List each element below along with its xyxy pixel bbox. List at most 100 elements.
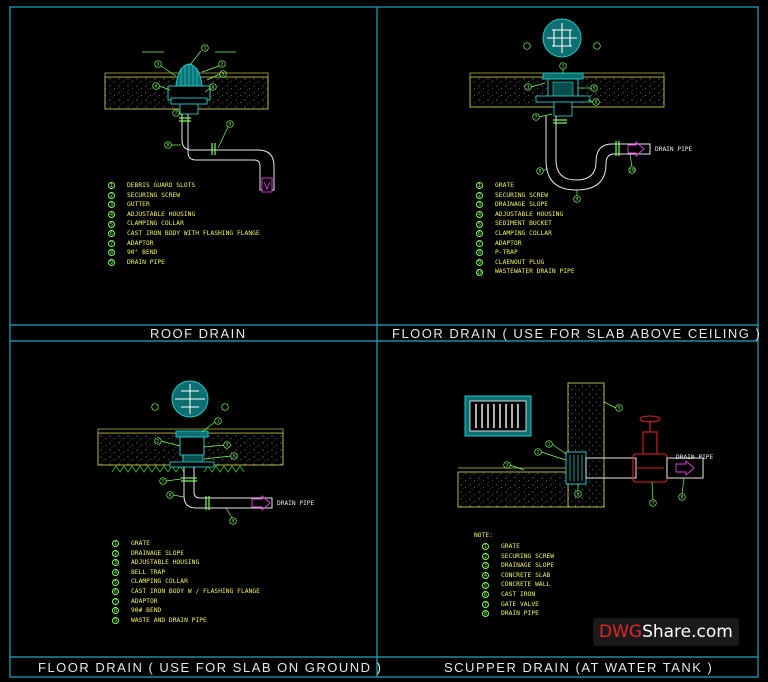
svg-text:6: 6 bbox=[577, 492, 580, 498]
scupper-note-heading: NOTE: bbox=[474, 532, 493, 539]
legend-item: 8 90° BEND bbox=[108, 248, 260, 258]
dwgshare-watermark: DWGShare.com bbox=[593, 618, 739, 646]
drawing-frame bbox=[9, 6, 759, 678]
legend-text: SECURING SCREW bbox=[495, 191, 549, 199]
legend-number: 9 bbox=[108, 259, 115, 267]
legend-text: SEDIMENT BUCKET bbox=[495, 220, 552, 228]
legend-text: CAST IRON BODY WITH FLASHING FLANGE bbox=[127, 229, 260, 237]
legend-number: 1 bbox=[482, 543, 489, 551]
legend-text: GATE VALVE bbox=[501, 600, 539, 608]
legend-number: 1 bbox=[108, 182, 115, 190]
legend-text: ADJUSTABLE HOUSING bbox=[495, 210, 564, 218]
svg-text:2: 2 bbox=[537, 450, 540, 456]
svg-text:5: 5 bbox=[593, 86, 596, 92]
legend-number: 1 bbox=[112, 540, 119, 548]
svg-text:9: 9 bbox=[576, 197, 579, 203]
legend-number: 6 bbox=[476, 230, 483, 238]
scupper-drain-title: SCUPPER DRAIN (AT WATER TANK ) bbox=[444, 660, 714, 675]
legend-text: CAST IRON bbox=[501, 590, 536, 598]
legend-number: 3 bbox=[482, 562, 489, 570]
legend-item: 6 CAST IRON BODY W / FLASHING FLANGE bbox=[112, 587, 260, 597]
legend-number: 8 bbox=[108, 249, 115, 257]
legend-text: 90° BEND bbox=[127, 249, 158, 257]
svg-text:10: 10 bbox=[629, 168, 635, 174]
legend-number: 8 bbox=[476, 249, 483, 257]
drain-pipe-label: DRAIN PIPE bbox=[277, 500, 315, 507]
legend-text: 90# BEND bbox=[131, 607, 162, 615]
legend-text: CLAMPING COLLAR bbox=[495, 229, 552, 237]
concrete-slab bbox=[457, 471, 569, 508]
legend-number: 3 bbox=[108, 201, 115, 209]
legend-number: 4 bbox=[112, 569, 119, 577]
legend-text: SECURING SCREW bbox=[127, 191, 181, 199]
legend-text: ADAPTOR bbox=[131, 597, 158, 605]
svg-text:1: 1 bbox=[204, 46, 207, 52]
scupper-drain-detail: DRAIN PIPE 123 567 8 bbox=[457, 382, 714, 508]
legend-number: 6 bbox=[112, 588, 119, 596]
legend-number: 8 bbox=[482, 610, 489, 618]
legend-text: DRAIN PIPE bbox=[501, 610, 539, 618]
legend-number: 5 bbox=[476, 220, 483, 228]
svg-text:9: 9 bbox=[232, 519, 235, 525]
legend-number: 7 bbox=[476, 239, 483, 247]
legend-number: 3 bbox=[112, 559, 119, 567]
svg-text:2: 2 bbox=[157, 439, 160, 445]
gate-valve bbox=[632, 415, 668, 483]
svg-text:2: 2 bbox=[221, 62, 224, 68]
legend-item: 6 CAST IRON bbox=[482, 590, 554, 600]
legend-text: CAST IRON BODY W / FLASHING FLANGE bbox=[131, 587, 260, 595]
legend-item: 6 CAST IRON BODY WITH FLASHING FLANGE bbox=[108, 229, 260, 239]
legend-number: 6 bbox=[482, 591, 489, 599]
legend-number: 2 bbox=[482, 552, 489, 560]
legend-text: ADJUSTABLE HOUSING bbox=[127, 210, 196, 218]
svg-text:7: 7 bbox=[535, 115, 538, 121]
legend-number: 6 bbox=[108, 230, 115, 238]
p-trap-pipe bbox=[545, 116, 651, 191]
svg-text:5: 5 bbox=[233, 454, 236, 460]
svg-text:7: 7 bbox=[652, 501, 655, 507]
legend-number: 5 bbox=[112, 578, 119, 586]
legend-text: P-TRAP bbox=[495, 249, 518, 257]
svg-text:7: 7 bbox=[175, 111, 178, 117]
legend-number: 5 bbox=[482, 581, 489, 589]
legend-number: 4 bbox=[482, 572, 489, 580]
legend-number: 9 bbox=[112, 617, 119, 625]
svg-text:6: 6 bbox=[212, 85, 215, 91]
legend-item: 5 SEDIMENT BUCKET bbox=[476, 219, 575, 229]
legend-item: 9 DRAIN PIPE bbox=[108, 258, 260, 268]
legend-text: ADJUSTABLE HOUSING bbox=[131, 559, 200, 567]
legend-number: 10 bbox=[476, 268, 484, 276]
svg-text:9: 9 bbox=[229, 122, 232, 128]
legend-item: 4 ADJUSTABLE HOUSING bbox=[476, 210, 575, 220]
legend-number: 5 bbox=[108, 220, 115, 228]
roof-drain-title: ROOF DRAIN bbox=[150, 326, 247, 341]
watermark-dwg: DWG bbox=[599, 622, 643, 642]
svg-text:1: 1 bbox=[217, 419, 220, 425]
svg-text:3: 3 bbox=[157, 62, 160, 68]
legend-text: DRAIN PIPE bbox=[127, 258, 165, 266]
legend-text: DRAINAGE SLOPE bbox=[495, 201, 549, 209]
concrete-wall bbox=[567, 382, 605, 508]
legend-number: 4 bbox=[476, 211, 483, 219]
